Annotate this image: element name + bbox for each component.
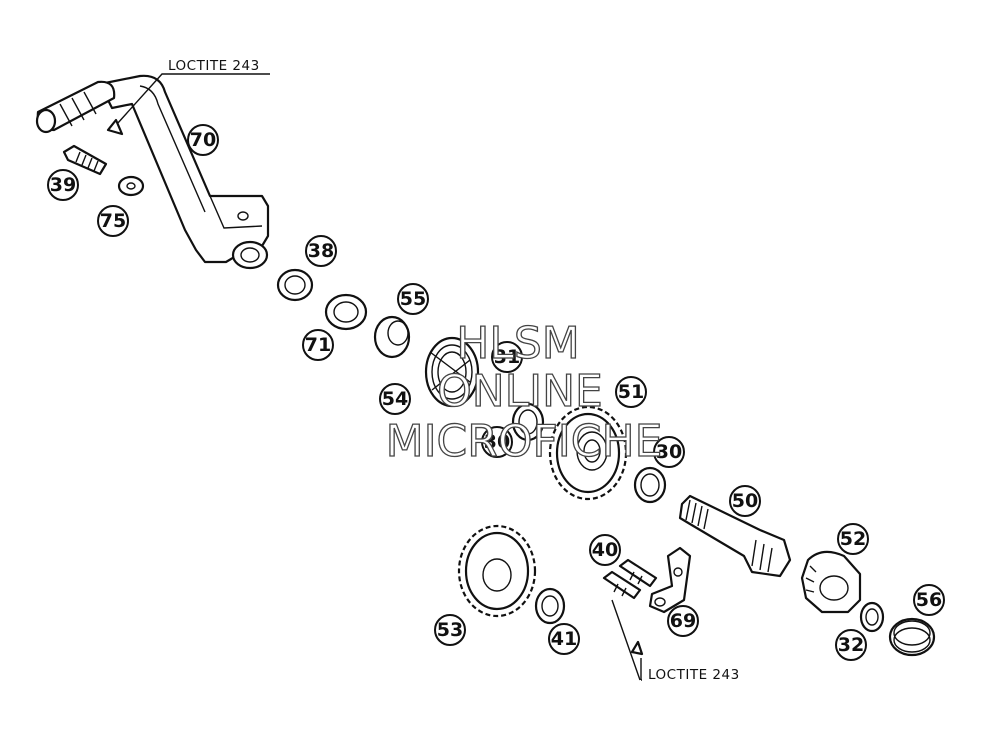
- callout-32: 32: [835, 629, 867, 661]
- svg-text:75: 75: [100, 210, 126, 232]
- callout-39: 39: [47, 169, 79, 201]
- washer-41-part: [534, 587, 566, 625]
- svg-text:55: 55: [400, 288, 426, 310]
- bushing-38-part: [276, 268, 314, 302]
- callout-40: 40: [589, 534, 621, 566]
- callout-38: 38: [305, 235, 337, 267]
- leader-lines: [116, 73, 642, 681]
- svg-text:70: 70: [190, 129, 216, 151]
- svg-text:56: 56: [916, 589, 942, 611]
- svg-text:69: 69: [670, 610, 696, 632]
- svg-text:41: 41: [551, 628, 577, 650]
- callout-53: 53: [434, 614, 466, 646]
- spring-56-part: [888, 617, 936, 657]
- svg-text:40: 40: [592, 539, 618, 561]
- watermark-line1: HLSM: [456, 318, 580, 369]
- washer-30-lower-part: [633, 466, 667, 504]
- svg-text:51: 51: [618, 381, 644, 403]
- bush-55-part: [373, 315, 411, 359]
- callout-55: 55: [397, 283, 429, 315]
- callout-70: 70: [187, 124, 219, 156]
- svg-text:38: 38: [308, 240, 334, 262]
- svg-text:71: 71: [305, 334, 331, 356]
- svg-text:52: 52: [840, 528, 866, 550]
- watermark-line2: ONLINE: [437, 366, 603, 417]
- svg-text:54: 54: [382, 388, 408, 410]
- svg-text:39: 39: [50, 174, 76, 196]
- callout-31: 31: [491, 341, 523, 373]
- callout-54: 54: [379, 383, 411, 415]
- callout-69: 69: [667, 605, 699, 637]
- bolt-39-part: [62, 144, 108, 176]
- loctite-note-bottom: LOCTITE 243: [648, 667, 740, 683]
- callout-52: 52: [837, 523, 869, 555]
- svg-text:30: 30: [656, 441, 682, 463]
- idler-gear-53-part: [457, 524, 537, 618]
- watermark-line3: MICROFICHE: [386, 416, 663, 467]
- svg-text:53: 53: [437, 619, 463, 641]
- ratchet-52-part: [800, 550, 862, 614]
- callout-51: 51: [615, 376, 647, 408]
- kick-spring-54-part: [424, 336, 480, 408]
- seal-71-part: [324, 293, 368, 331]
- svg-text:32: 32: [838, 634, 864, 656]
- kick-gear-51-part: [548, 405, 628, 501]
- washer-75-part: [117, 175, 145, 197]
- callout-75: 75: [97, 205, 129, 237]
- svg-text:31: 31: [494, 346, 520, 368]
- loctite-note-top: LOCTITE 243: [168, 58, 260, 74]
- washer-30-upper-part: [511, 402, 545, 442]
- callout-30-lower: 30: [653, 436, 685, 468]
- kick-shaft-50-part: [678, 494, 792, 578]
- callout-50: 50: [729, 485, 761, 517]
- stop-plate-69-part: [648, 546, 692, 614]
- svg-text:50: 50: [732, 490, 758, 512]
- watermark: HLSM ONLINE MICROFICHE: [385, 317, 663, 467]
- bolts-40-part: [602, 558, 658, 600]
- callout-71: 71: [302, 329, 334, 361]
- kick-lever-part: [35, 74, 270, 270]
- callout-41: 41: [548, 623, 580, 655]
- callout-56: 56: [913, 584, 945, 616]
- pin-bottom-part: [630, 640, 644, 656]
- callout-30-upper: 30: [481, 426, 513, 458]
- svg-text:30: 30: [484, 431, 510, 453]
- washer-32-part: [859, 601, 885, 633]
